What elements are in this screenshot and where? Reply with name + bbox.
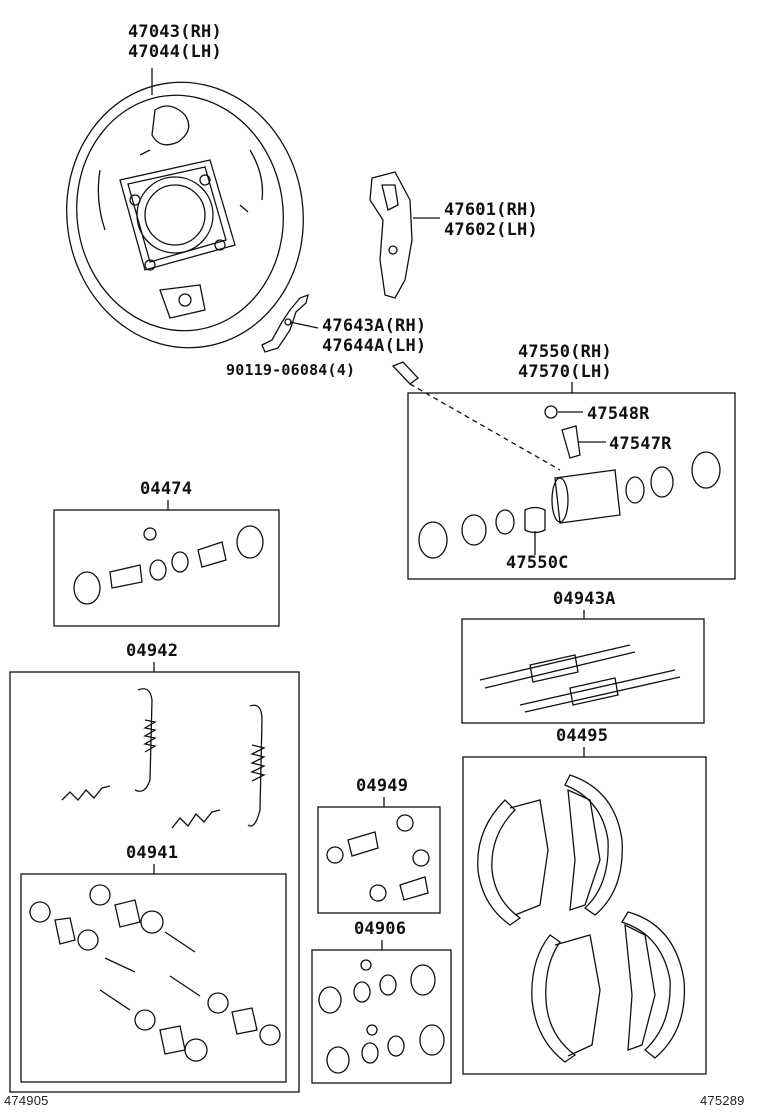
kit-04943a-parts	[479, 644, 681, 713]
label-lever-rh: 47601(RH)	[444, 200, 538, 220]
label-bleeder: 47547R	[609, 434, 672, 454]
footer-left-code: 474905	[4, 1093, 49, 1108]
label-cap: 47548R	[587, 404, 650, 424]
label-backing-plate-rh: 47043(RH)	[128, 22, 222, 42]
kit-04949-parts	[326, 814, 430, 902]
kit-04941-parts	[29, 884, 281, 1062]
label-kit-04949: 04949	[356, 776, 409, 796]
wheel-cylinder-drawing	[418, 405, 721, 559]
kit-04941-box	[20, 873, 287, 1083]
kit-04943a-box	[461, 618, 705, 724]
label-wheel-cylinder-rh: 47550(RH)	[518, 342, 612, 362]
label-bolt: 90119-06084(4)	[226, 361, 356, 379]
footer-right-code: 475289	[700, 1093, 745, 1108]
label-kit-04942: 04942	[126, 641, 179, 661]
kit-04906-parts	[318, 959, 445, 1074]
kit-04942-springs	[61, 688, 266, 829]
bolt-drawing	[391, 361, 561, 471]
kit-04474-box	[53, 509, 280, 627]
kit-04949-box	[317, 806, 441, 914]
wheel-cylinder-box	[407, 392, 736, 580]
kit-04495-brake-shoes	[477, 774, 686, 1063]
adjusting-lever-drawing	[369, 171, 440, 299]
label-kit-04495: 04495	[556, 726, 609, 746]
label-kit-04941: 04941	[126, 843, 179, 863]
label-backing-plate-lh: 47044(LH)	[128, 42, 222, 62]
parking-strut-drawing	[261, 293, 319, 353]
kit-04942-box	[9, 671, 300, 1093]
label-kit-04474: 04474	[140, 479, 193, 499]
backing-plate-drawing	[66, 68, 304, 349]
label-kit-04906: 04906	[354, 919, 407, 939]
label-strut-lh: 47644A(LH)	[322, 336, 427, 356]
label-lever-lh: 47602(LH)	[444, 220, 538, 240]
label-wheel-cylinder-lh: 47570(LH)	[518, 362, 612, 382]
label-cylinder-kit: 47550C	[506, 553, 569, 573]
kit-04474-parts	[73, 525, 264, 605]
kit-04906-box	[311, 949, 452, 1084]
label-strut-rh: 47643A(RH)	[322, 316, 427, 336]
label-kit-04943a: 04943A	[553, 589, 616, 609]
